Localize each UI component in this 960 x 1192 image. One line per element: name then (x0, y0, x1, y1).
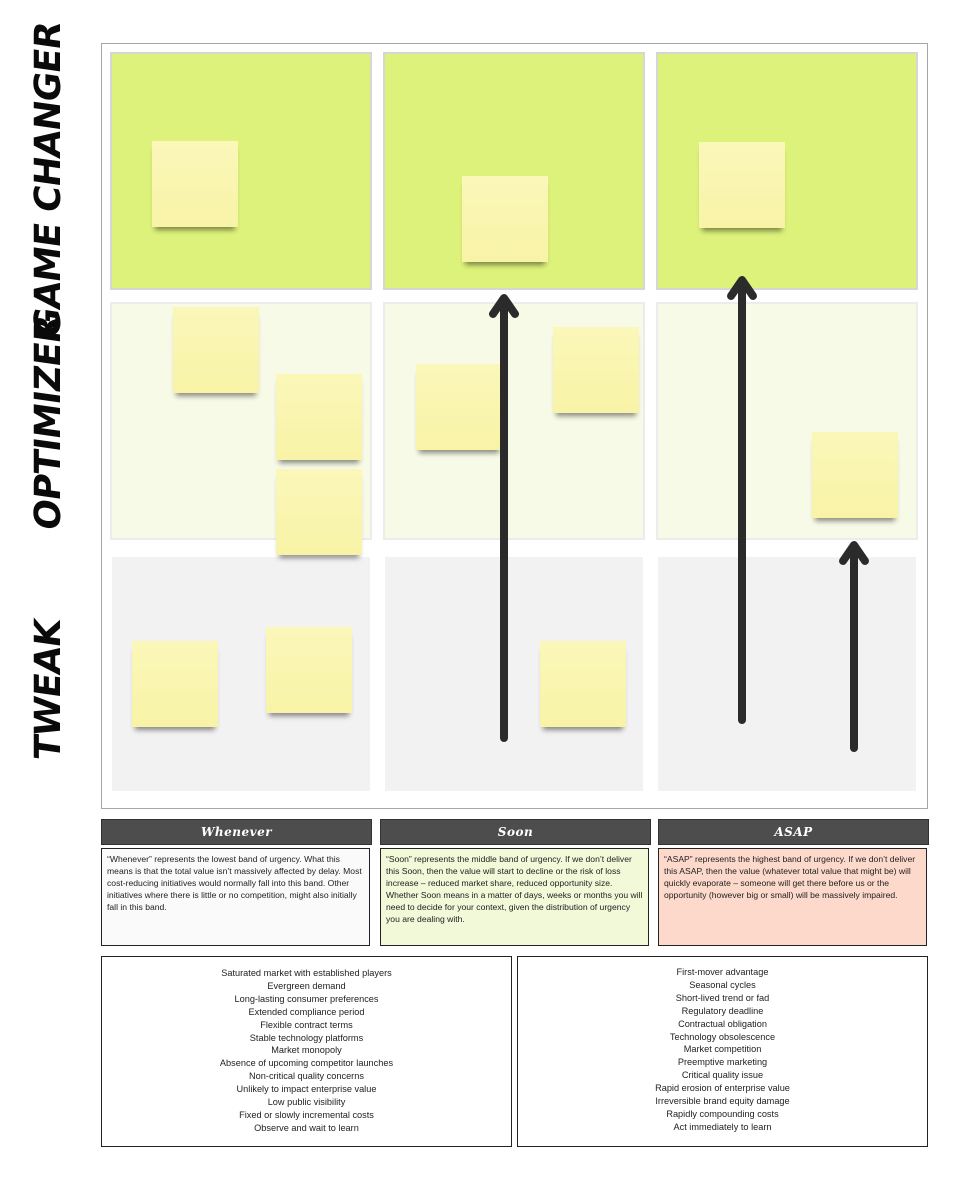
factor-item: Rapid erosion of enterprise value (655, 1083, 790, 1094)
factor-item: Contractual obligation (678, 1018, 767, 1029)
urgency-value-board (101, 43, 928, 809)
description-asap: “ASAP” represents the highest band of ur… (658, 848, 927, 946)
factor-item: Flexible contract terms (260, 1019, 353, 1030)
factor-item: Long-lasting consumer preferences (234, 993, 379, 1004)
factor-item: Absence of upcoming competitor launches (219, 1058, 394, 1069)
sticky-note[interactable] (173, 307, 259, 393)
factor-item: Rapidly compounding costs (666, 1108, 779, 1119)
urgency-arrows (489, 276, 869, 752)
sticky-note[interactable] (540, 641, 626, 727)
factor-item: Fixed or slowly incremental costs (239, 1109, 374, 1120)
factor-item: Preemptive marketing (677, 1057, 768, 1068)
sticky-note[interactable] (812, 432, 898, 518)
cell-tweak-asap (656, 555, 918, 793)
sticky-note[interactable] (276, 469, 362, 555)
factor-item: Market monopoly (271, 1045, 342, 1056)
factor-item: Market competition (683, 1044, 762, 1055)
factor-item: Critical quality issue (681, 1070, 764, 1081)
factor-item: Stable technology platforms (249, 1032, 364, 1043)
factor-item: Extended compliance period (248, 1006, 365, 1017)
row-label-tweak: TWEAK (27, 617, 69, 763)
factor-item: First-mover advantage (676, 967, 769, 977)
arrow-up-soon (489, 294, 519, 742)
factor-item: Evergreen demand (267, 980, 346, 991)
column-header-soon: Soon (380, 819, 651, 845)
description-whenever: “Whenever” represents the lowest band of… (101, 848, 370, 946)
factor-item: Technology obsolescence (669, 1031, 776, 1042)
row-label-game-changer: GAME CHANGER (27, 19, 69, 341)
low-urgency-factors-list: Saturated market with established player… (102, 967, 511, 1135)
sticky-note[interactable] (553, 327, 639, 413)
column-header-asap: ASAP (658, 819, 929, 845)
arrow-up-asap-short (839, 541, 869, 752)
sticky-note[interactable] (416, 364, 502, 450)
low-urgency-factors-box: Saturated market with established player… (101, 956, 512, 1147)
arrow-up-asap-long (727, 276, 757, 724)
factor-item: Unlikely to impact enterprise value (236, 1084, 377, 1095)
factor-item: Irreversible brand equity damage (655, 1096, 790, 1107)
sticky-note[interactable] (132, 641, 218, 727)
row-label-optimizer: OPTIMIZER (27, 313, 69, 533)
sticky-note[interactable] (276, 374, 362, 460)
sticky-note[interactable] (152, 141, 238, 227)
sticky-note[interactable] (699, 142, 785, 228)
sticky-note[interactable] (266, 627, 352, 713)
factor-item: Observe and wait to learn (254, 1122, 359, 1133)
factor-item: Act immediately to learn (673, 1121, 772, 1132)
sticky-note[interactable] (462, 176, 548, 262)
factor-item: Regulatory deadline (681, 1005, 764, 1016)
factor-item: Short-lived trend or fad (675, 992, 770, 1003)
column-header-whenever: Whenever (101, 819, 372, 845)
factor-item: Low public visibility (267, 1097, 346, 1108)
description-soon: “Soon” represents the middle band of urg… (380, 848, 649, 946)
factor-item: Seasonal cycles (689, 979, 756, 990)
factor-item: Saturated market with established player… (221, 968, 392, 978)
factor-item: Non-critical quality concerns (249, 1071, 364, 1082)
